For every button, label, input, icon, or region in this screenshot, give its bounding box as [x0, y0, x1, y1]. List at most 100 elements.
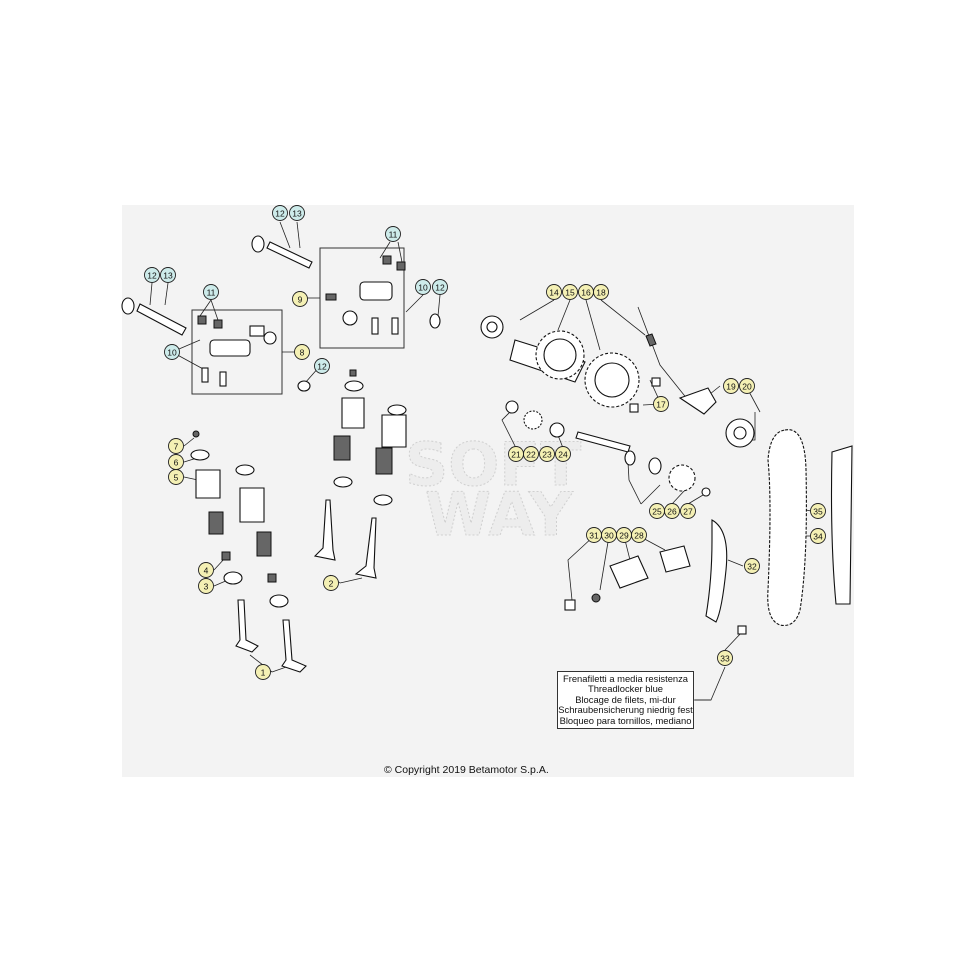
callout-15: 15: [562, 284, 578, 300]
callout-20: 20: [739, 378, 755, 394]
callout-23: 23: [539, 446, 555, 462]
callout-label: 12: [435, 283, 445, 293]
note-line-4: Schraubensicherung niedrig fest: [558, 704, 693, 716]
callout-31: 31: [586, 527, 602, 543]
callout-28: 28: [631, 527, 647, 543]
watermark-line-1: SOFT: [405, 430, 581, 500]
callout-circle: [810, 503, 826, 519]
callout-label: 5: [174, 473, 179, 483]
callout-30: 30: [601, 527, 617, 543]
callout-label: 25: [652, 507, 662, 517]
callout-circle: [664, 503, 680, 519]
callout-13: 13: [160, 267, 176, 283]
note-line-5: Bloqueo para tornillos, mediano: [559, 714, 692, 726]
callout-circle: [723, 378, 739, 394]
o-ring-lower: [297, 380, 311, 392]
callout-11: 11: [385, 226, 401, 242]
callout-label: 32: [747, 562, 757, 572]
watermark-line-2: WAY: [425, 480, 574, 550]
callout-circle: [198, 562, 214, 578]
callout-label: 3: [204, 582, 209, 592]
callout-circle: [539, 446, 555, 462]
callout-circle: [593, 284, 609, 300]
rocker-shaft-upper: [251, 235, 313, 269]
callout-label: 16: [581, 288, 591, 298]
camshaft-assembly: [480, 315, 755, 448]
callout-label: 11: [207, 288, 216, 298]
callout-14: 14: [546, 284, 562, 300]
callout-label: 20: [742, 382, 752, 392]
callout-label: 12: [275, 209, 285, 219]
callout-label: 14: [549, 288, 559, 298]
valve-set-right: [313, 369, 407, 579]
callout-label: 19: [726, 382, 736, 392]
callout-circle: [168, 438, 184, 454]
callout-32: 32: [744, 558, 760, 574]
callout-circle: [739, 378, 755, 394]
callout-circle: [744, 558, 760, 574]
callout-12: 12: [314, 358, 330, 374]
valve-set-left: [190, 430, 307, 673]
note-line-3: Blocage de filets, mi-dur: [575, 693, 676, 705]
callout-label: 12: [317, 362, 327, 372]
callout-7: 7: [168, 438, 184, 454]
callout-label: 4: [204, 566, 209, 576]
callout-29: 29: [616, 527, 632, 543]
chain-tensioner: [564, 545, 691, 611]
callout-label: 21: [511, 450, 521, 460]
callout-circle: [144, 267, 160, 283]
callout-18: 18: [593, 284, 609, 300]
callout-label: 23: [542, 450, 552, 460]
callout-circle: [164, 344, 180, 360]
callout-26: 26: [664, 503, 680, 519]
callout-13: 13: [289, 205, 305, 221]
callout-label: 11: [389, 230, 398, 240]
callout-circle: [653, 396, 669, 412]
callout-circle: [385, 226, 401, 242]
callout-circle: [555, 446, 571, 462]
note-line-2: Threadlocker blue: [587, 683, 664, 695]
callout-12: 12: [144, 267, 160, 283]
callout-circle: [323, 575, 339, 591]
callout-label: 34: [813, 532, 823, 542]
rocker-arm-lower: [197, 315, 277, 387]
callout-12: 12: [272, 205, 288, 221]
threadlocker-note: Frenafiletti a media resistenza Threadlo…: [557, 671, 694, 729]
callout-label: 26: [667, 507, 677, 517]
callout-24: 24: [555, 446, 571, 462]
callout-label: 33: [720, 654, 730, 664]
callout-34: 34: [810, 528, 826, 544]
callout-label: 13: [292, 209, 302, 219]
copyright-text: © Copyright 2019 Betamotor S.p.A.: [384, 764, 549, 776]
callout-label: 2: [329, 579, 334, 589]
chain-slider: [830, 445, 853, 605]
timing-chain: [767, 429, 807, 626]
callout-circle: [546, 284, 562, 300]
callout-label: 6: [174, 458, 179, 468]
callout-12: 12: [432, 279, 448, 295]
note-line-1: Frenafiletti a media resistenza: [562, 673, 689, 684]
rocker-arm-upper: [325, 255, 406, 335]
callout-11: 11: [203, 284, 219, 300]
callout-label: 9: [298, 295, 303, 305]
callout-label: 27: [683, 507, 693, 517]
callout-circle: [272, 205, 288, 221]
callout-circle: [562, 284, 578, 300]
callout-circle: [631, 527, 647, 543]
watermark: SOFT WAY: [405, 430, 582, 551]
callout-label: 22: [526, 450, 536, 460]
callout-circle: [717, 650, 733, 666]
callout-17: 17: [653, 396, 669, 412]
callout-5: 5: [168, 469, 184, 485]
callout-circle: [255, 664, 271, 680]
callout-8: 8: [294, 344, 310, 360]
callout-27: 27: [680, 503, 696, 519]
callout-19: 19: [723, 378, 739, 394]
chain-guide: [705, 519, 747, 635]
callout-circle: [810, 528, 826, 544]
callout-25: 25: [649, 503, 665, 519]
callout-label: 13: [163, 271, 173, 281]
callout-circle: [294, 344, 310, 360]
